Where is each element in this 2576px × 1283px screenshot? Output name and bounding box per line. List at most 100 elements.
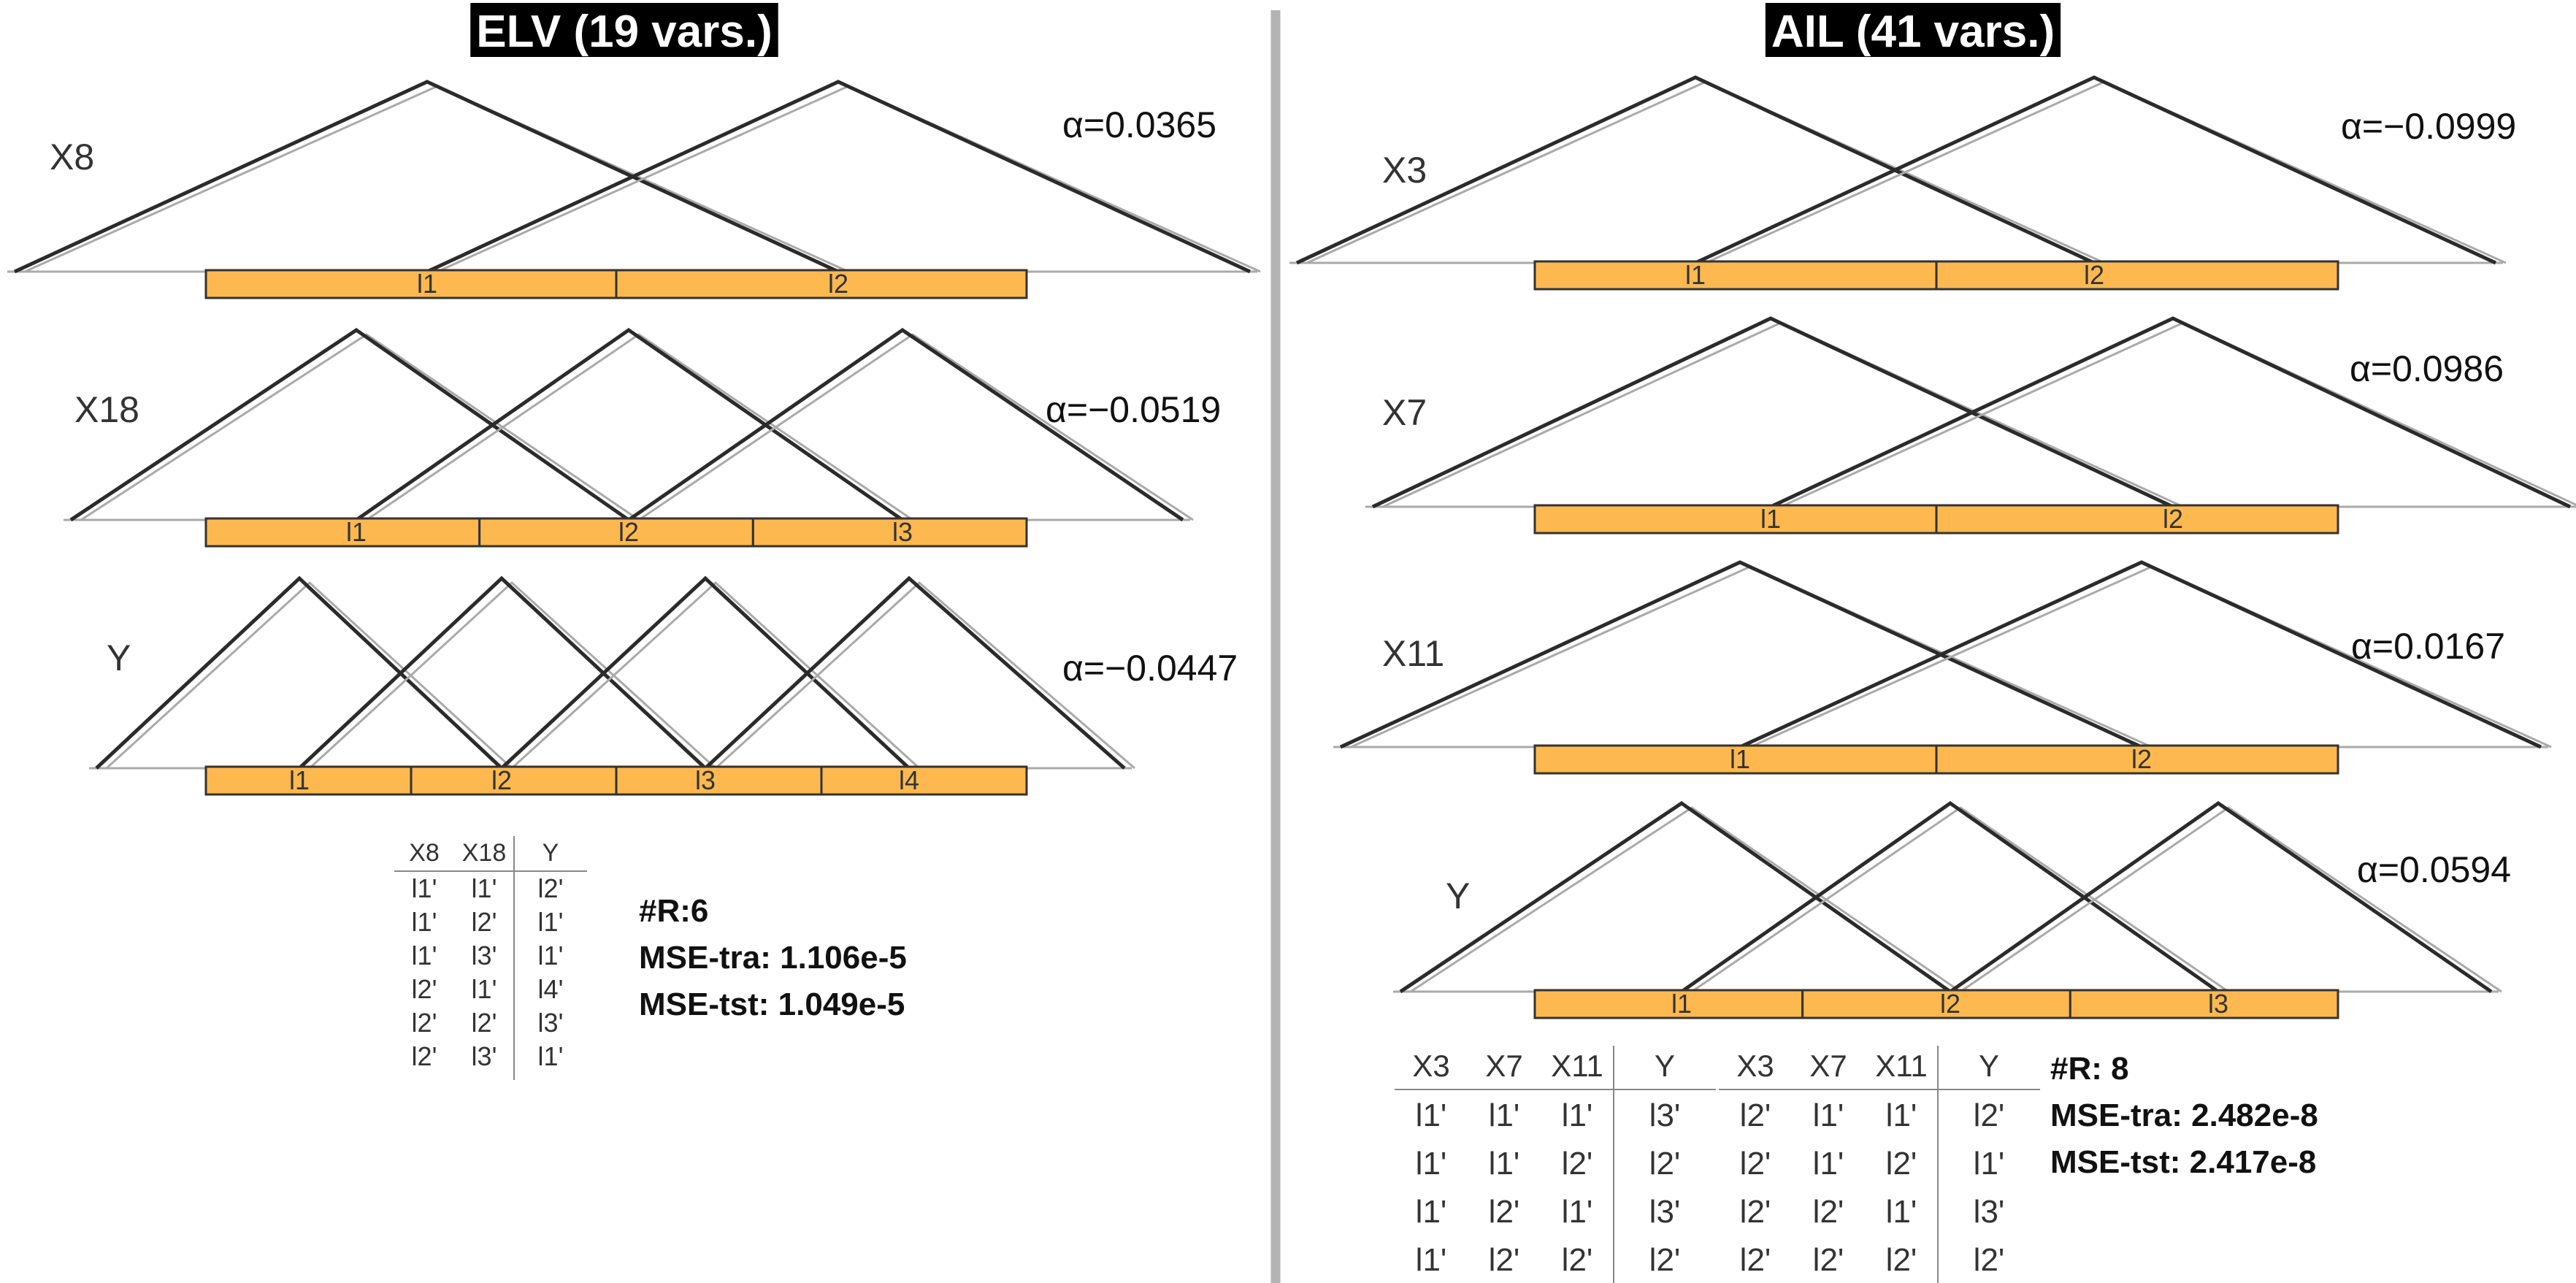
original-membership-triangle [1960,806,2502,993]
membership-triangle-l2 [426,80,1251,274]
stat-line: #R: 8 [2050,1051,2129,1087]
table-cell: l2' [1649,1146,1681,1181]
table-cell: l1' [1974,1146,2005,1181]
label-segment-l1 [1533,989,1804,1019]
linguistic-label-l1: l1 [1730,744,1750,774]
stat-line: MSE-tst: 1.049e-5 [639,987,905,1022]
linguistic-label-l2: l2 [618,517,639,547]
original-membership-triangle [714,581,1135,770]
linguistic-label-l2: l2 [2084,260,2104,290]
linguistic-label-l1: l1 [1671,989,1692,1019]
table-cell: l4' [538,974,564,1004]
original-membership-triangle [24,85,849,273]
membership-triangle-l2 [1694,75,2497,265]
table-cell: l1' [1813,1146,1844,1181]
original-membership-triangle [1691,806,2229,993]
linguistic-label-l1: l1 [289,765,310,795]
table-cell: l3' [472,941,497,970]
label-segment-l2 [615,269,1028,299]
table-header-x7: X7 [1809,1049,1847,1083]
table-cell: l2' [1974,1242,2005,1278]
table-header-x18: X18 [462,839,507,867]
table-header-x3: X3 [1736,1049,1774,1083]
original-membership-triangle [1410,806,1961,993]
original-membership-triangle [366,333,913,521]
original-membership-triangle [80,333,640,521]
table-cell: l2' [412,1041,437,1071]
table-cell: l2' [1886,1242,1917,1278]
table-header-x11: X11 [1551,1049,1603,1083]
original-membership-triangle [510,581,921,770]
table-cell: l2' [412,1008,437,1038]
variable-name: X11 [1382,633,1444,674]
membership-triangle-l2 [355,327,904,522]
label-segment-l2 [1935,504,2339,535]
linguistic-label-l1: l1 [346,517,367,547]
label-segment-l1 [204,269,618,299]
original-membership-triangle [638,333,1194,521]
label-segment-l1 [1533,260,1938,291]
table-cell: l1' [538,907,564,937]
membership-triangle-l1 [1399,800,1952,994]
variable-name: X7 [1382,392,1427,433]
label-segment-l2 [478,517,754,548]
linguistic-label-l2: l2 [491,765,512,795]
table-cell: l2' [1740,1242,1771,1278]
label-segment-l1 [204,517,481,548]
membership-triangle-l2 [1739,560,2542,749]
membership-triangle-l1 [1295,75,2096,265]
stat-line: MSE-tst: 2.417e-8 [2050,1144,2316,1180]
table-cell: l3' [1649,1098,1681,1133]
table-cell: l2' [1886,1146,1917,1181]
label-segment-l4 [820,765,1028,796]
table-cell: l1' [538,941,564,970]
label-segment-l1 [1533,504,1938,535]
table-cell: l1' [412,873,437,903]
panel-title-background [470,3,778,57]
table-header-y: Y [1979,1049,1999,1083]
variable-name: X3 [1382,150,1427,191]
linguistic-label-l4: l4 [899,765,919,795]
panel-title: ELV (19 vars.) [476,7,772,57]
table-cell: l1' [1416,1146,1447,1181]
membership-triangle-l3 [627,327,1184,522]
membership-triangle-l1 [69,327,630,522]
table-cell: l1' [1416,1242,1447,1278]
table-cell: l1' [1562,1098,1593,1133]
table-cell: l3' [538,1008,564,1038]
label-segment-l1 [204,765,413,796]
table-cell: l1' [538,1041,564,1071]
table-cell: l3' [1974,1194,2005,1230]
label-segment-l3 [751,517,1028,548]
variable-name: Y [107,637,131,678]
table-cell: l2' [1974,1098,2005,1133]
linguistic-label-l3: l3 [695,765,716,795]
label-segment-l3 [615,765,823,796]
linguistic-label-l2: l2 [1940,989,1960,1019]
table-cell: l2' [472,907,497,937]
original-membership-triangle [1350,565,2153,748]
alpha-value: α=0.0594 [2357,849,2511,890]
table-cell: l1' [1886,1194,1917,1230]
membership-triangle-l3 [1949,800,2493,994]
table-header-y: Y [543,839,559,867]
table-cell: l2' [1489,1194,1520,1230]
membership-triangle-l3 [500,575,911,770]
table-cell: l1' [472,974,497,1004]
membership-triangle-l1 [1371,316,2174,509]
table-cell: l1' [1416,1194,1447,1230]
table-cell: l2' [1562,1146,1593,1181]
alpha-value: α=−0.0999 [2341,106,2516,147]
table-cell: l2' [1489,1242,1520,1278]
linguistic-label-l1: l1 [417,269,437,299]
table-cell: l1' [472,873,497,903]
membership-triangle-l2 [1769,316,2572,509]
